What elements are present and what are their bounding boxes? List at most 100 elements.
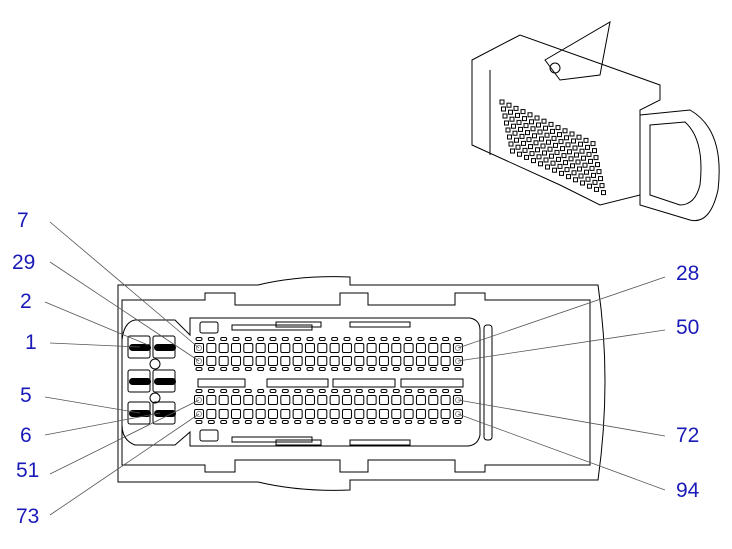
iso-pin: [581, 155, 586, 161]
pin-latch: [257, 337, 265, 341]
pin-latch: [269, 389, 277, 393]
pin-r3-7: [267, 395, 278, 405]
iso-pin: [522, 116, 527, 122]
iso-pin: [561, 153, 567, 159]
guide-hole: [149, 358, 161, 370]
iso-pin: [601, 190, 606, 196]
iso-pin: [513, 105, 519, 111]
leader-line-right: [457, 399, 666, 437]
iso-pin: [501, 106, 506, 112]
pin-r4-3: [218, 409, 229, 419]
pin-r1-13: [341, 343, 352, 353]
pin-r2-12: [329, 356, 340, 366]
pin-r3-6: [255, 395, 266, 405]
iso-pin: [599, 183, 605, 189]
pin-latch: [294, 389, 302, 393]
pin-latch: [232, 337, 240, 341]
iso-pin: [556, 156, 561, 162]
center-divider-slot: [400, 378, 464, 388]
iso-pin: [584, 169, 589, 175]
iso-pin: [577, 166, 582, 172]
leader-line-left: [44, 396, 141, 414]
pin-latch: [195, 367, 203, 371]
pin-latch: [442, 337, 450, 341]
pin-latch: [294, 420, 302, 424]
connector-inner-frame: [121, 292, 591, 473]
pin-latch: [281, 367, 289, 371]
pin-latch: [281, 420, 289, 424]
iso-pin: [522, 147, 528, 153]
power-blade-1: [129, 344, 151, 351]
pin-r1-5: [243, 343, 254, 353]
pin-latch: [355, 389, 363, 393]
iso-pin: [578, 141, 583, 147]
pin-latch: [257, 420, 265, 424]
pin-r1-21: [440, 343, 451, 353]
iso-pin: [515, 144, 521, 150]
iso-pin: [516, 119, 522, 125]
pin-latch: [281, 389, 289, 393]
iso-lever: [471, 21, 611, 155]
iso-pin: [515, 112, 520, 118]
pin-latch: [207, 420, 215, 424]
pin-r3-15: [366, 395, 377, 405]
pin-r1-17: [391, 343, 402, 353]
pin-latch: [454, 337, 462, 341]
pin-r4-15: [366, 409, 377, 419]
iso-pin: [507, 134, 512, 140]
pin-latch: [380, 389, 388, 393]
housing-slot: [349, 321, 411, 328]
label-pin-6: 6: [20, 424, 32, 447]
pin-r2-2: [206, 356, 217, 366]
iso-pin: [546, 139, 551, 145]
pin-latch: [417, 420, 425, 424]
pin-latch: [306, 420, 314, 424]
pin-r4-18: [403, 409, 414, 419]
iso-pin: [509, 116, 515, 122]
iso-pin: [529, 119, 534, 125]
iso-pin: [589, 165, 595, 171]
iso-pin: [562, 128, 568, 134]
iso-pin: [537, 129, 543, 135]
iso-pin: [574, 152, 579, 158]
iso-pin: [527, 112, 533, 118]
iso-pin: [572, 145, 578, 151]
pin-r3-2: [206, 395, 217, 405]
power-blade-4: [154, 378, 176, 385]
iso-pin: [543, 125, 548, 131]
pin-latch: [195, 420, 203, 424]
iso-pin: [595, 162, 600, 168]
pin-r3-9: [292, 395, 303, 405]
pin-r2-20: [428, 356, 439, 366]
pin-latch: [232, 367, 240, 371]
pin-latch: [269, 420, 277, 424]
iso-pin: [508, 109, 513, 115]
iso-pin: [569, 131, 575, 137]
pin-latch: [269, 367, 277, 371]
iso-pin: [550, 128, 555, 134]
iso-pin: [525, 130, 530, 136]
iso-pin: [533, 140, 539, 146]
iso-pin: [555, 125, 561, 131]
pin-latch: [232, 389, 240, 393]
iso-pin: [553, 142, 558, 148]
iso-pin: [576, 134, 582, 140]
power-blade-5: [129, 410, 151, 417]
pin-latch: [392, 389, 400, 393]
iso-pin: [545, 164, 550, 170]
pin-r4-19: [415, 409, 426, 419]
pin-latch: [331, 420, 339, 424]
pin-r4-10: [304, 409, 315, 419]
pin-marker: [196, 397, 202, 403]
pin-r2-7: [267, 356, 278, 366]
pin-r4-2: [206, 409, 217, 419]
pin-r4-4: [230, 409, 241, 419]
iso-pin: [563, 160, 568, 166]
pin-latch: [257, 389, 265, 393]
pin-latch: [331, 337, 339, 341]
iso-pin: [524, 154, 529, 160]
iso-pin: [551, 135, 557, 141]
pin-r4-11: [317, 409, 328, 419]
label-pin-73: 73: [16, 505, 40, 528]
